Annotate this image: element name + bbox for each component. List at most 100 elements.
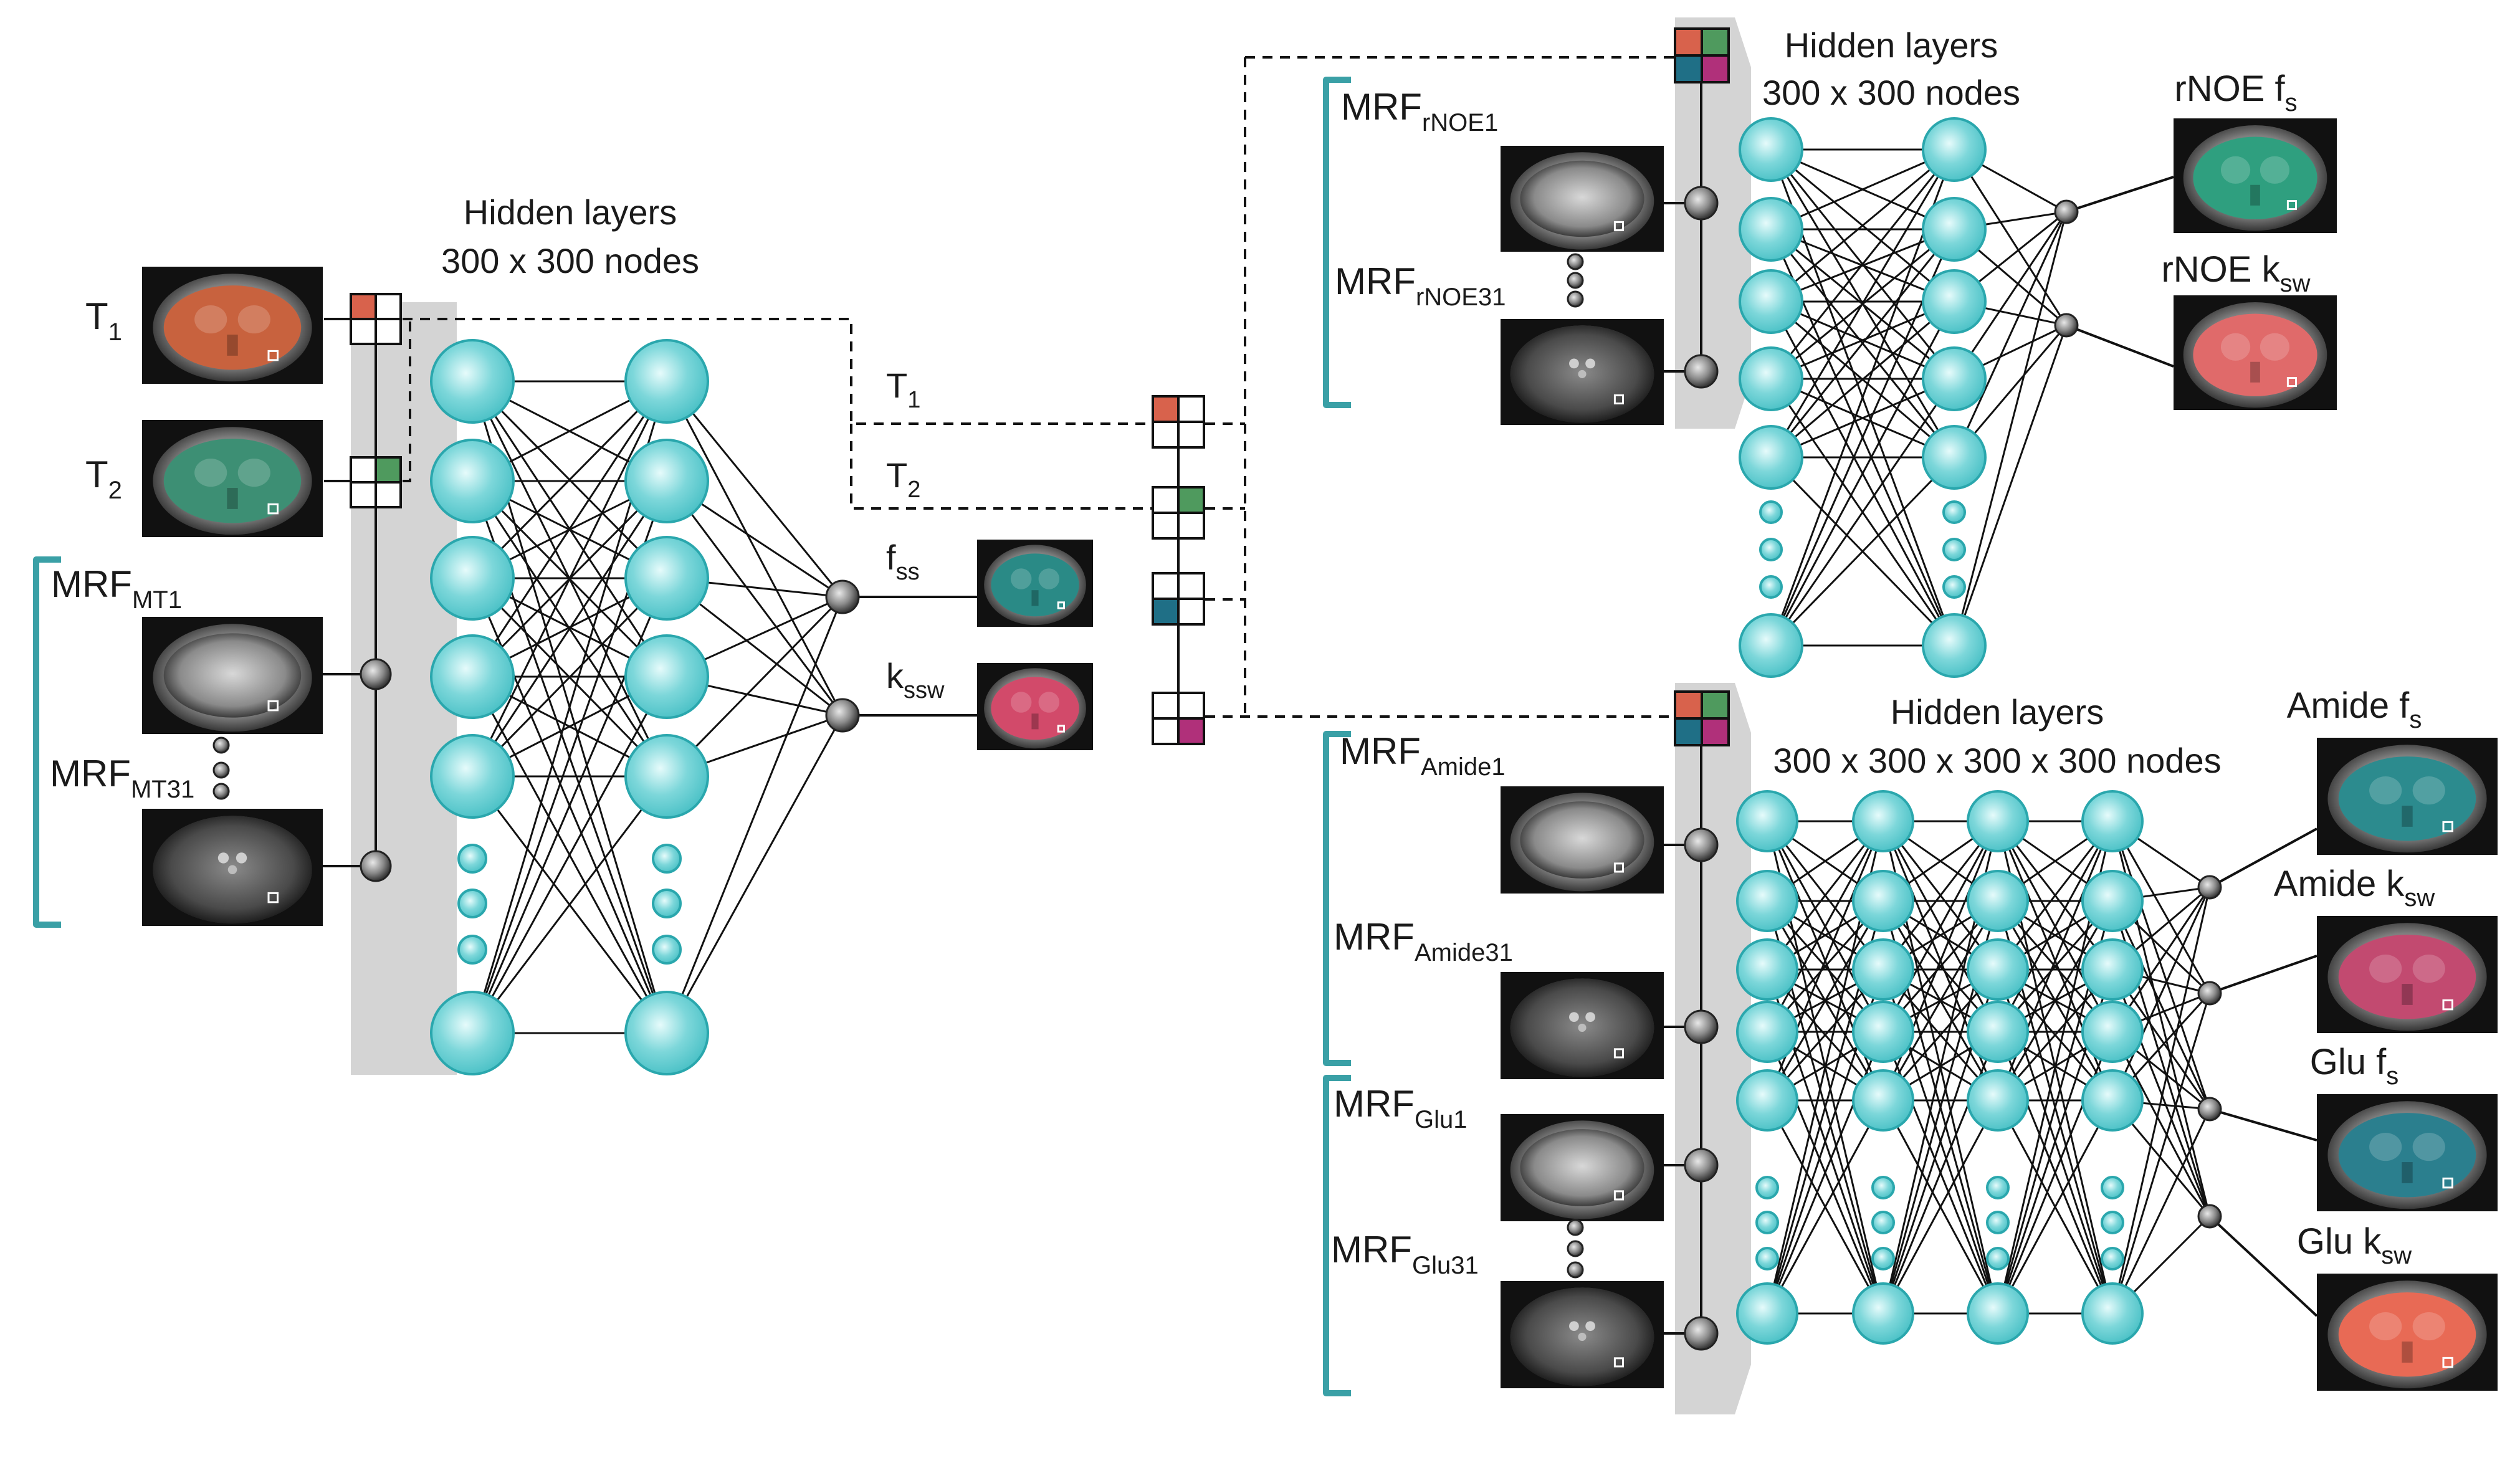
connection-line — [1766, 821, 1884, 970]
square-cell — [1177, 598, 1205, 626]
t2-input-square — [350, 456, 402, 508]
roi-box — [267, 350, 279, 361]
amide-layer4-node — [2081, 1001, 2144, 1063]
ellipsis-node — [2101, 1176, 2124, 1199]
glu-ksw-out — [2208, 1215, 2318, 1317]
map-texture — [227, 335, 238, 356]
rnoe-layer2-node — [1922, 197, 1987, 262]
brain-map — [163, 285, 302, 370]
glu-bracket — [1323, 1075, 1351, 1396]
mt-layer2-node — [624, 439, 709, 523]
network-nodes — [212, 117, 2222, 1351]
rnoe-layer2-node — [1922, 346, 1987, 411]
mrf-mt1-label: MRFMT1 — [51, 563, 182, 614]
glu1-junction — [1684, 1148, 1719, 1183]
mrf-rnoe31-label: MRFrNOE31 — [1335, 260, 1506, 311]
amide-layer4-node — [2081, 1282, 2144, 1345]
kssw-label: kssw — [886, 656, 945, 703]
mid-t2-label: T2 — [886, 455, 920, 503]
ventricle — [1585, 1321, 1595, 1332]
edge — [1953, 149, 2068, 326]
ellipsis-node — [1942, 500, 1966, 524]
connection-line — [1997, 821, 2114, 1032]
ventricle — [1578, 1332, 1587, 1341]
ellipsis-node — [457, 935, 487, 965]
amide-output-node — [2197, 875, 2222, 900]
map-texture — [2260, 333, 2290, 361]
edge — [666, 596, 844, 1034]
roi-box — [2442, 1356, 2453, 1368]
ellipsis-dot — [1567, 253, 1584, 270]
ventricle — [1578, 369, 1587, 378]
brain-gray — [1520, 160, 1644, 237]
t2-route — [850, 424, 1153, 510]
t1-input-square — [350, 293, 402, 345]
connection-line — [1770, 300, 1955, 380]
map-texture — [2369, 776, 2402, 805]
map-texture — [2402, 806, 2413, 827]
square-cell — [350, 293, 377, 320]
connection-line — [471, 480, 668, 777]
square-cell — [1177, 421, 1205, 449]
amide-glu-net-subtitle: 300 x 300 x 300 x 300 nodes — [1773, 741, 2221, 780]
ventricle — [1585, 358, 1595, 369]
amide-layer1-node — [1736, 1069, 1798, 1132]
mt-layer1-node — [430, 439, 515, 523]
square-cell — [1177, 512, 1205, 540]
connection-line — [1766, 821, 1884, 1032]
rnoe-bracket — [1323, 77, 1351, 408]
fss-output-node — [825, 579, 860, 614]
map-texture — [2250, 184, 2260, 206]
ellipsis-node — [652, 844, 682, 874]
amide-layer3-node — [1967, 1001, 2029, 1063]
mt-net-title: Hidden layers — [464, 193, 677, 232]
connection-line — [1770, 300, 1955, 459]
input-brackets — [33, 77, 1351, 1396]
roi-box — [1613, 221, 1624, 231]
map-texture — [2412, 1312, 2445, 1341]
ventricle — [217, 852, 229, 864]
brain-map — [991, 677, 1079, 740]
rnoe1-junction — [1684, 186, 1719, 221]
rnoe-net-subtitle: 300 x 300 nodes — [1762, 73, 2020, 112]
brain-map — [2193, 313, 2317, 396]
amide-ksw-map — [2317, 916, 2498, 1033]
roi-box — [267, 503, 279, 515]
edge — [2111, 821, 2211, 994]
ventricle — [1569, 1321, 1579, 1332]
mt-layer2-node — [624, 991, 709, 1075]
square-cell — [1152, 512, 1180, 540]
amide-layer3-node — [1967, 790, 2029, 852]
fss-map-image — [977, 540, 1093, 627]
brain-gray — [1520, 801, 1644, 879]
connection-line — [1997, 900, 2114, 1101]
edge — [666, 715, 844, 1034]
amide-layer1-node — [1736, 1001, 1798, 1063]
mrf-mt31-image — [142, 809, 323, 926]
map-texture — [194, 305, 227, 334]
edge — [2111, 887, 2211, 1314]
map-texture — [2220, 333, 2251, 361]
mt1-junction — [360, 658, 392, 690]
dashed-routes — [403, 56, 1675, 718]
square-cell — [1674, 27, 1703, 57]
mid-t1-label: T1 — [886, 366, 920, 413]
ellipsis-node — [1759, 538, 1783, 561]
rnoe-layer1-node — [1739, 613, 1803, 678]
connection-line — [1882, 821, 1999, 1032]
t1-map-image — [142, 267, 323, 384]
ellipsis-node — [1871, 1211, 1895, 1234]
mrf-rnoe1-label: MRFrNOE1 — [1341, 86, 1498, 136]
roi-box — [1057, 725, 1065, 733]
glu-ksw-label: Glu ksw — [2297, 1221, 2412, 1269]
ellipsis-node — [1759, 500, 1783, 524]
roi-box — [1057, 601, 1065, 609]
brain-map — [2338, 1292, 2476, 1377]
brain-map — [991, 553, 1079, 617]
square-cell — [1701, 27, 1730, 57]
t1-route — [403, 318, 1153, 425]
map-texture — [2412, 776, 2445, 805]
map-texture — [2369, 1133, 2402, 1161]
ventricle — [1585, 1012, 1595, 1022]
t2-up-route — [403, 319, 411, 482]
